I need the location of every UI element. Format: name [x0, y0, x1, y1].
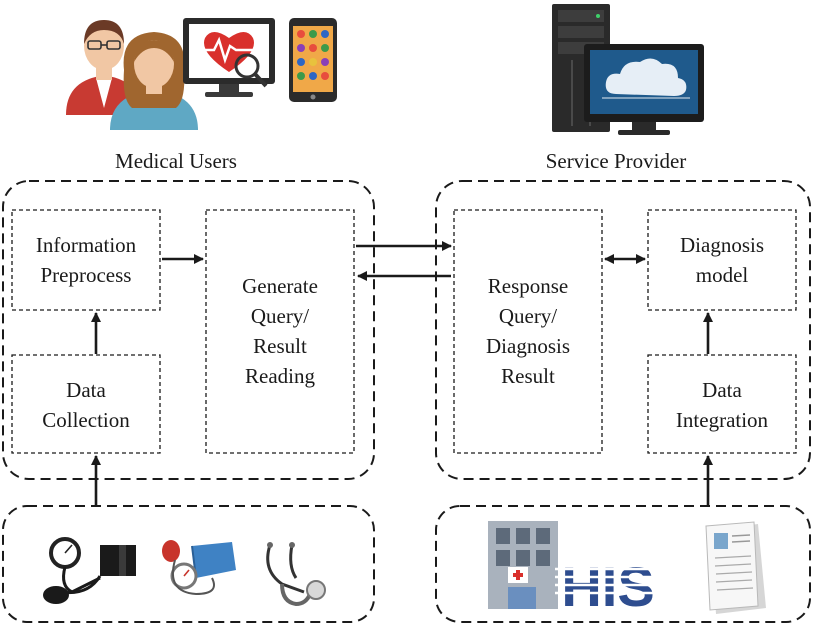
service-provider-label: Service Provider	[546, 149, 687, 173]
diagnosis-model-line-2: model	[696, 263, 749, 287]
generate-query-line-3: Result	[253, 334, 307, 358]
smartphone-icon	[289, 18, 337, 102]
sphygmomanometer-icon	[43, 537, 136, 604]
his-logo-stripes	[555, 567, 665, 595]
response-query-line-1: Response	[488, 274, 569, 298]
blood-pressure-cuff-icon	[162, 540, 236, 596]
generate-query-line-1: Generate	[242, 274, 318, 298]
information-preprocess-line-1: Information	[36, 233, 137, 257]
data-collection-line-1: Data	[66, 378, 106, 402]
cloud-monitor-icon	[584, 44, 704, 135]
medical-users-container	[2, 180, 375, 480]
medical-users-label: Medical Users	[115, 149, 237, 173]
hospital-systems-container	[435, 505, 811, 623]
generate-query-line-4: Reading	[245, 364, 315, 388]
response-query-line-3: Diagnosis	[486, 334, 570, 358]
data-collection-line-2: Collection	[42, 408, 130, 432]
medical-record-icon	[705, 521, 766, 614]
patient-icon	[110, 32, 198, 130]
information-preprocess-line-2: Preprocess	[41, 263, 132, 287]
doctor-icon	[66, 20, 142, 115]
his-logo-text: HIS	[561, 555, 654, 618]
response-query-line-4: Result	[501, 364, 555, 388]
diagnosis-model-line-1: Diagnosis	[680, 233, 764, 257]
generate-query-line-2: Query/	[251, 304, 309, 328]
data-integration-line-2: Integration	[676, 408, 769, 432]
service-provider-container	[435, 180, 811, 480]
data-integration-line-1: Data	[702, 378, 742, 402]
stethoscope-icon	[266, 542, 326, 607]
medical-devices-container	[2, 505, 375, 623]
heart-monitor-icon	[183, 18, 275, 97]
hospital-building-icon	[488, 521, 558, 609]
diagnosis-model-box: Diagnosis model	[647, 209, 797, 311]
response-query-line-2: Query/	[499, 304, 557, 328]
